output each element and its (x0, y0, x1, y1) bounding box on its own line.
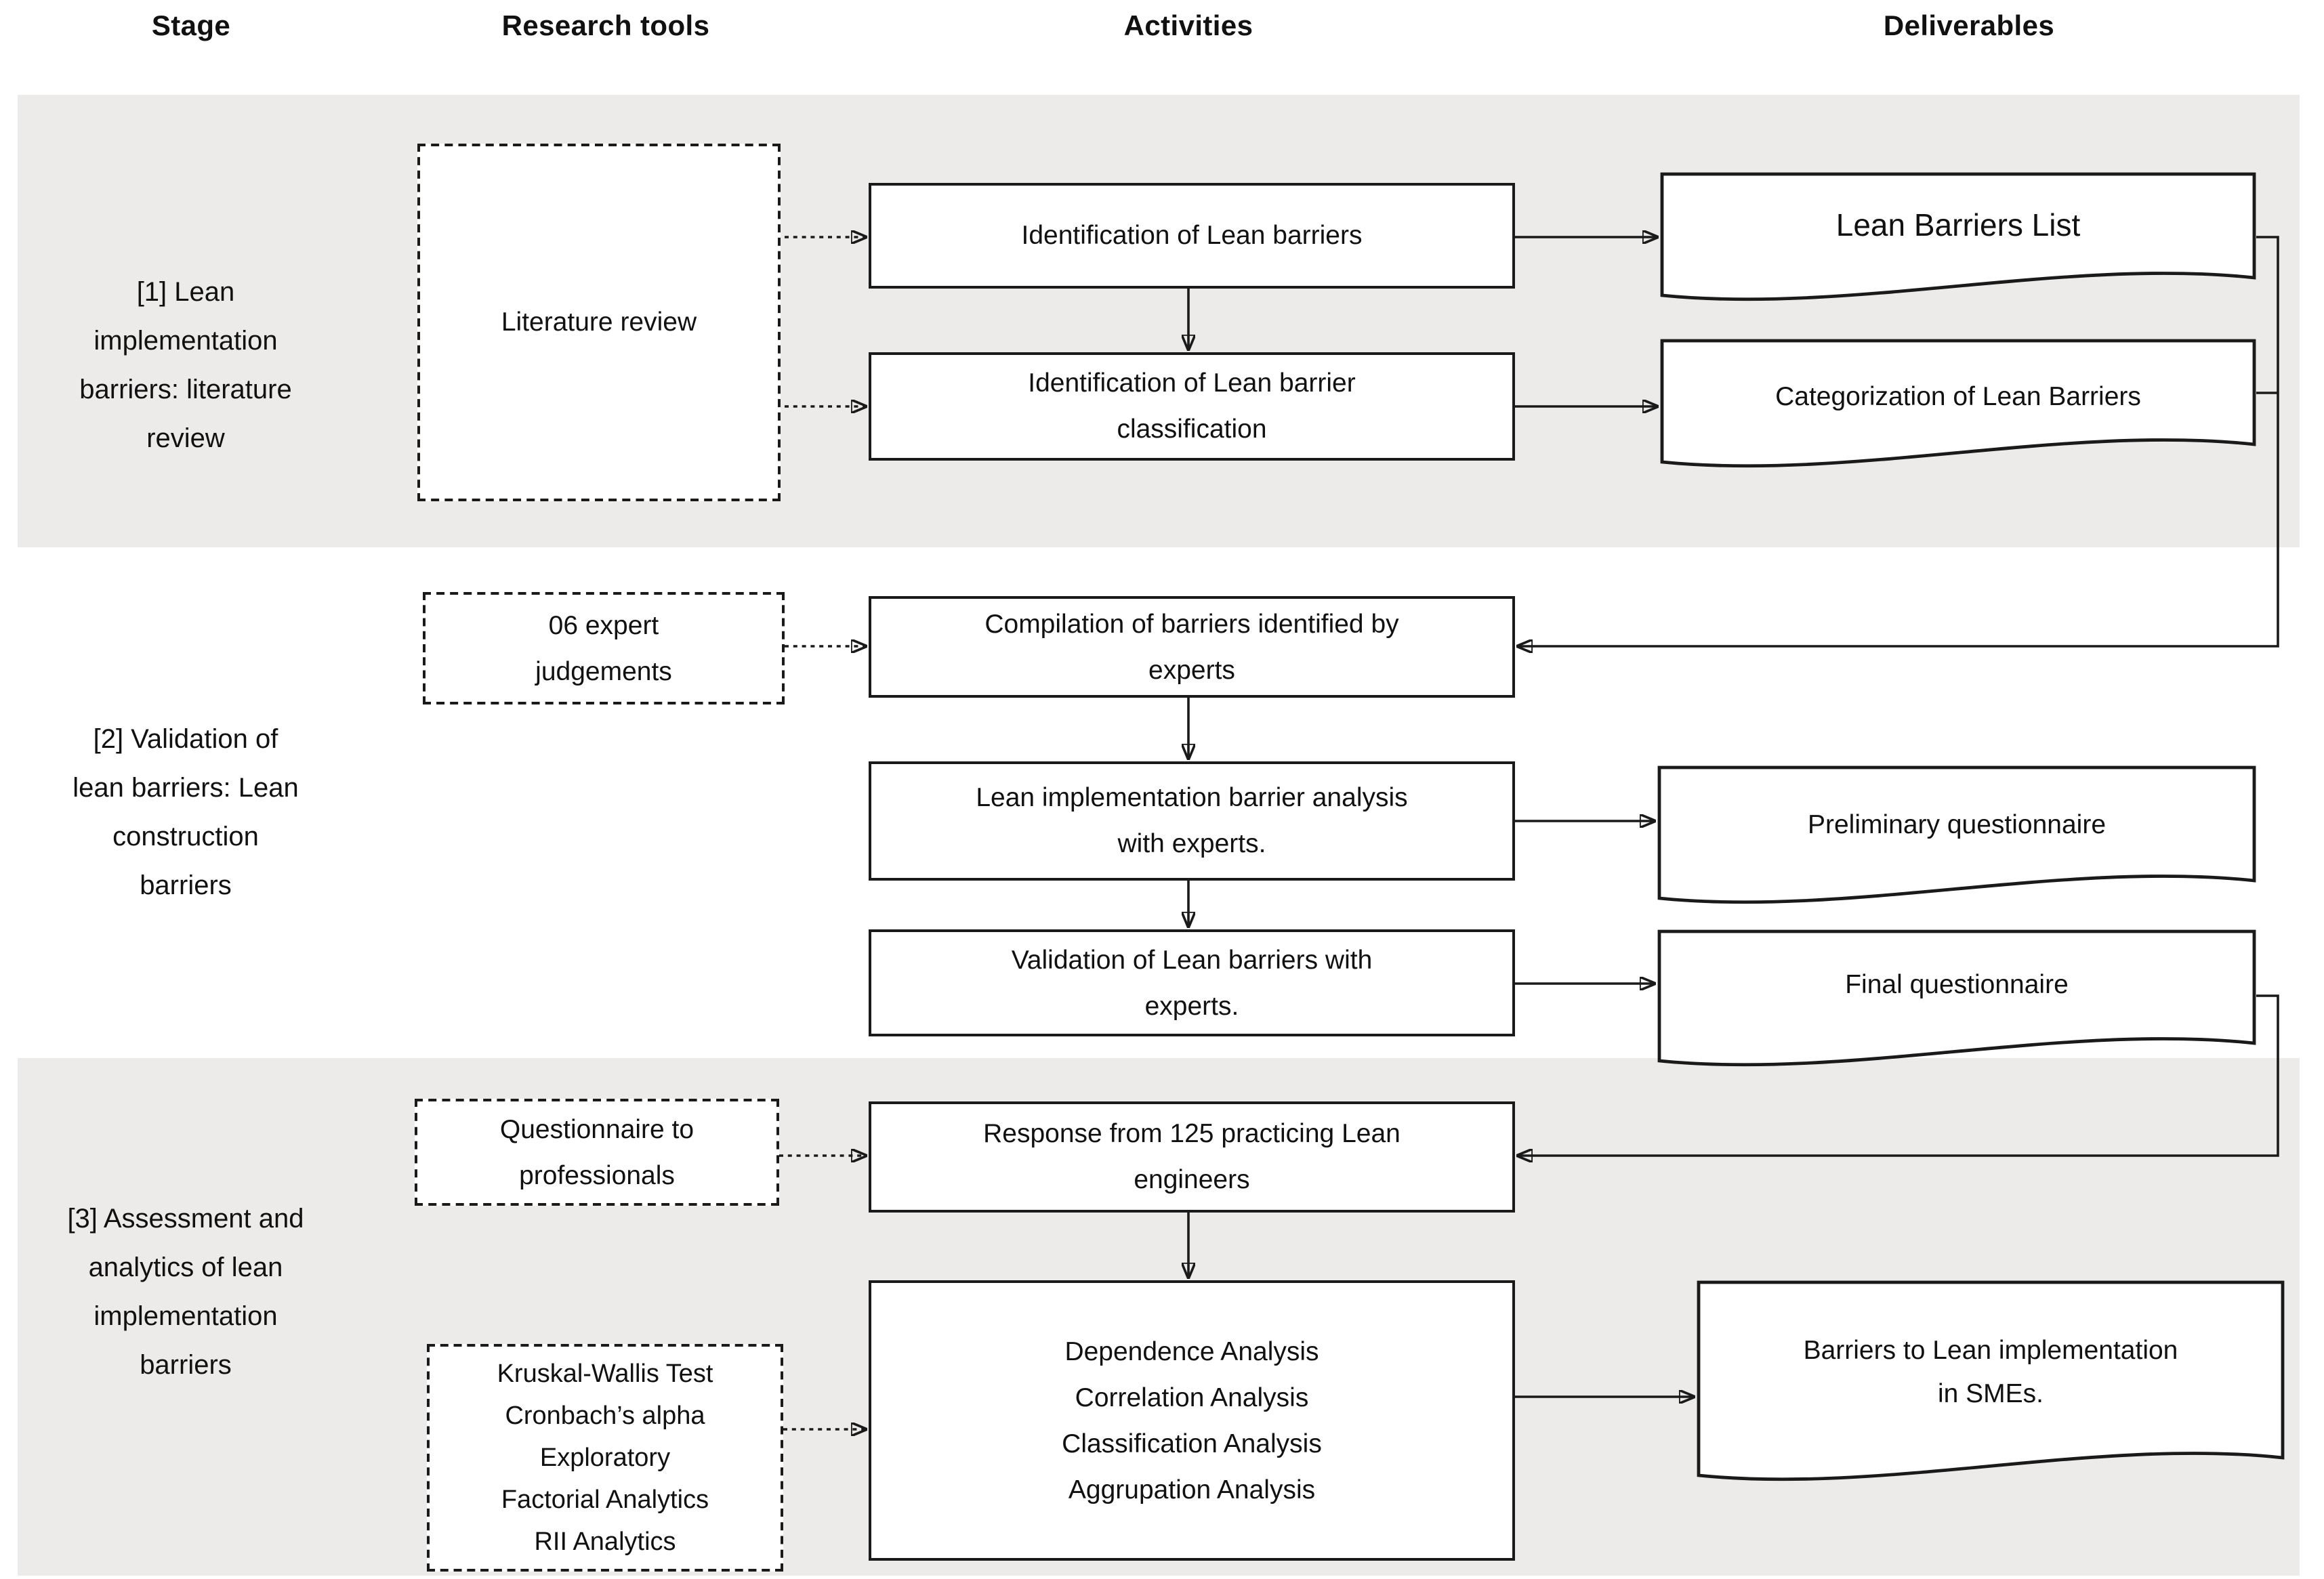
stage-1-label: [1] Lean implementation barriers: litera… (79, 278, 292, 454)
deliverable-label: Categorization of Lean Barriers (1775, 382, 2141, 412)
tool-box-label: Questionnaire to professionals (499, 1114, 694, 1190)
stage-3-label: [3] Assessment and analytics of lean imp… (67, 1204, 304, 1381)
deliverable-final-questionnaire: Final questionnaire (1657, 929, 2256, 1089)
column-header-deliverables: Deliverables (1883, 11, 2055, 42)
column-header-stage: Stage (151, 11, 231, 42)
column-header-research-tools: Research tools (501, 11, 710, 42)
activity-box-barrier-analysis-with-experts: Lean implementation barrier analysis wit… (869, 761, 1515, 881)
activity-box-statistical-analyses: Dependence Analysis Correlation Analysis… (869, 1280, 1515, 1561)
activity-box-validation-with-experts: Validation of Lean barriers with experts… (869, 929, 1515, 1036)
document-shape-icon (1660, 339, 2256, 468)
activity-label: Identification of Lean barriers (1021, 221, 1363, 251)
tool-box-literature-review: Literature review (417, 144, 781, 501)
activity-box-identification-of-barrier-classification: Identification of Lean barrier classific… (869, 352, 1515, 461)
activity-label: Response from 125 practicing Lean engine… (983, 1119, 1400, 1195)
deliverable-label: Final questionnaire (1845, 970, 2069, 1000)
activity-box-compilation-of-barriers: Compilation of barriers identified by ex… (869, 596, 1515, 698)
deliverable-label: Barriers to Lean implementation in SMEs. (1803, 1336, 2178, 1409)
tool-box-label: 06 expert judgements (535, 610, 672, 686)
activity-label: Identification of Lean barrier classific… (1028, 369, 1356, 444)
deliverable-label: Lean Barriers List (1835, 207, 2081, 243)
column-header-activities: Activities (1123, 11, 1253, 42)
tool-box-label: Kruskal-Wallis Test Cronbach’s alpha Exp… (497, 1360, 713, 1556)
activity-label: Lean implementation barrier analysis wit… (976, 783, 1408, 859)
document-shape-icon (1657, 765, 2256, 904)
tool-box-statistical-methods: Kruskal-Wallis Test Cronbach’s alpha Exp… (427, 1344, 783, 1572)
activity-label: Validation of Lean barriers with experts… (1011, 945, 1373, 1021)
activity-box-identification-of-lean-barriers: Identification of Lean barriers (869, 183, 1515, 289)
tool-box-expert-judgements: 06 expert judgements (423, 592, 785, 704)
deliverable-lean-barriers-list: Lean Barriers List (1660, 172, 2256, 324)
activity-label: Dependence Analysis Correlation Analysis… (1062, 1336, 1322, 1504)
activity-box-response-from-engineers: Response from 125 practicing Lean engine… (869, 1101, 1515, 1213)
deliverable-barriers-in-smes: Barriers to Lean implementation in SMEs. (1697, 1280, 2285, 1504)
tool-box-label: Literature review (501, 308, 697, 337)
deliverable-label: Preliminary questionnaire (1807, 810, 2107, 840)
document-shape-icon (1697, 1280, 2285, 1481)
document-shape-icon (1657, 929, 2256, 1067)
activity-label: Compilation of barriers identified by ex… (984, 609, 1399, 685)
deliverable-categorization-of-lean-barriers: Categorization of Lean Barriers (1660, 339, 2256, 490)
deliverable-preliminary-questionnaire: Preliminary questionnaire (1657, 765, 2256, 925)
tool-box-questionnaire-to-professionals: Questionnaire to professionals (415, 1099, 779, 1206)
document-shape-icon (1660, 172, 2256, 301)
stage-2-label: [2] Validation of lean barriers: Lean co… (72, 725, 299, 901)
